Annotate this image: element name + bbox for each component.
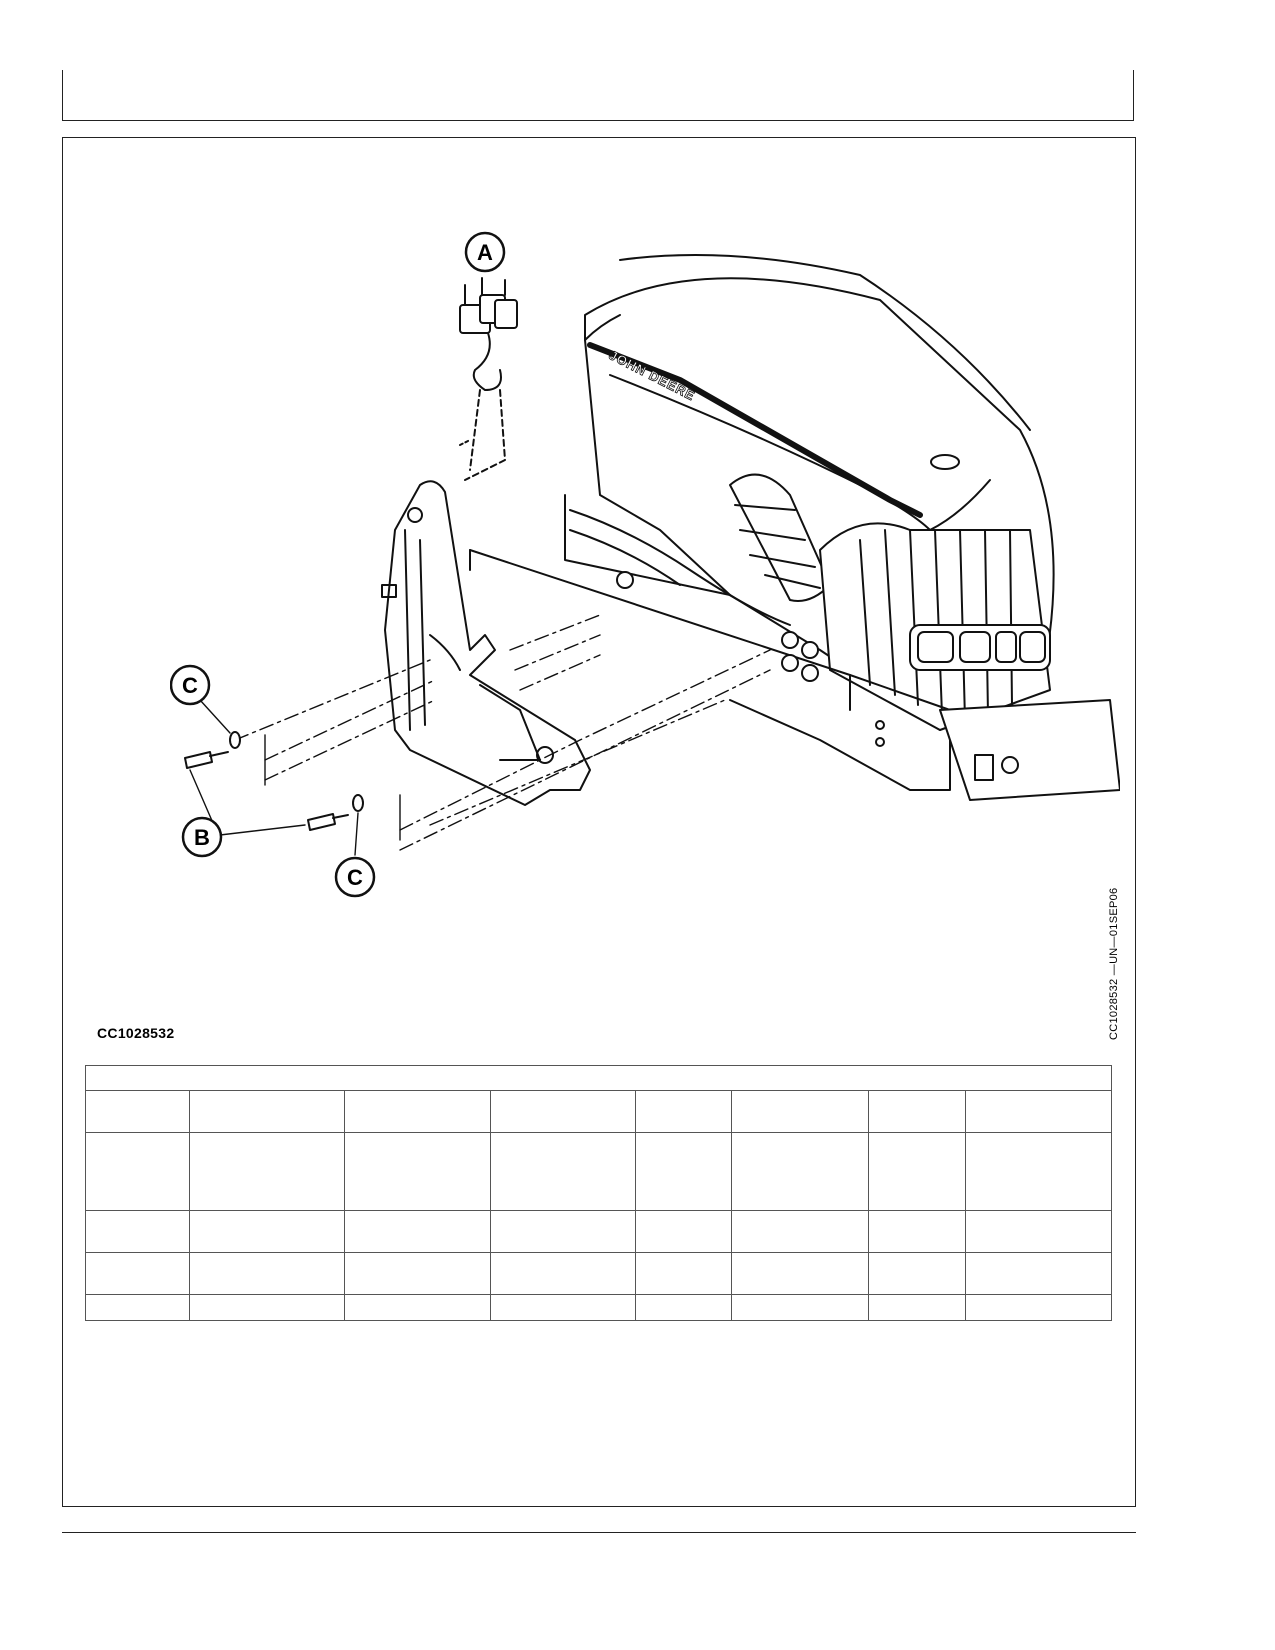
table-cell: [868, 1210, 966, 1253]
bracket-installation-diagram: A C B C JOHN DEERE: [170, 231, 1120, 898]
table-cell: [490, 1294, 636, 1321]
figure-side-code: CC1028532 —UN—01SEP06: [1108, 887, 1120, 1040]
table-cell: [189, 1210, 345, 1253]
cap-screw-lower: [307, 813, 349, 831]
content-frame: [62, 137, 1136, 1507]
table-row: [85, 1132, 1112, 1211]
washer-lower: [352, 794, 364, 812]
tractor-hood: [469, 254, 1120, 801]
washer-upper: [229, 731, 241, 749]
callout-c-upper: C: [170, 664, 211, 706]
table-cell: [344, 1252, 491, 1295]
table-cell: [868, 1090, 966, 1133]
table-cell: [731, 1294, 869, 1321]
table-cell: [965, 1252, 1112, 1295]
footer-rule: [62, 1532, 1136, 1533]
svg-text:C: C: [182, 673, 198, 698]
callout-b: B: [181, 816, 223, 858]
table-cell: [868, 1294, 966, 1321]
callout-a: A: [464, 231, 506, 273]
hex-nuts: [616, 571, 819, 682]
table-cell: [965, 1294, 1112, 1321]
table-cell: [635, 1132, 732, 1211]
table-row: [85, 1090, 1112, 1133]
table-cell: [344, 1294, 491, 1321]
figure-id: CC1028532: [97, 1025, 175, 1041]
table-cell: [635, 1294, 732, 1321]
table-cell: [965, 1132, 1112, 1211]
svg-text:A: A: [477, 240, 493, 265]
cap-screw-upper: [184, 751, 229, 769]
table-cell: [344, 1090, 491, 1133]
table-cell: [344, 1132, 491, 1211]
table-cell: [868, 1252, 966, 1295]
header-frame: [62, 70, 1134, 121]
callout-c-lower: C: [334, 856, 376, 898]
table-cell: [490, 1252, 636, 1295]
counterweight-bracket: [381, 480, 591, 806]
table-cell: [85, 1252, 190, 1295]
table-cell: [189, 1252, 345, 1295]
table-header-cell: [85, 1065, 1112, 1091]
table-cell: [731, 1090, 869, 1133]
table-cell: [635, 1210, 732, 1253]
table-header-row: [85, 1065, 1112, 1091]
table-cell: [965, 1210, 1112, 1253]
table-cell: [189, 1132, 345, 1211]
table-cell: [189, 1294, 345, 1321]
svg-text:C: C: [347, 865, 363, 890]
table-cell: [635, 1252, 732, 1295]
table-row: [85, 1252, 1112, 1295]
table-row: [85, 1294, 1112, 1321]
table-cell: [85, 1090, 190, 1133]
alignment-lines: [234, 614, 771, 851]
table-cell: [868, 1132, 966, 1211]
table-cell: [731, 1252, 869, 1295]
table-cell: [490, 1132, 636, 1211]
parts-table: [85, 1065, 1112, 1321]
table-cell: [490, 1210, 636, 1253]
table-row: [85, 1210, 1112, 1253]
svg-text:B: B: [194, 825, 210, 850]
table-cell: [85, 1132, 190, 1211]
table-cell: [965, 1090, 1112, 1133]
table-cell: [344, 1210, 491, 1253]
table-cell: [189, 1090, 345, 1133]
table-cell: [731, 1132, 869, 1211]
table-cell: [635, 1090, 732, 1133]
table-cell: [85, 1294, 190, 1321]
lifting-hook: [459, 277, 518, 481]
table-cell: [490, 1090, 636, 1133]
table-cell: [731, 1210, 869, 1253]
table-cell: [85, 1210, 190, 1253]
